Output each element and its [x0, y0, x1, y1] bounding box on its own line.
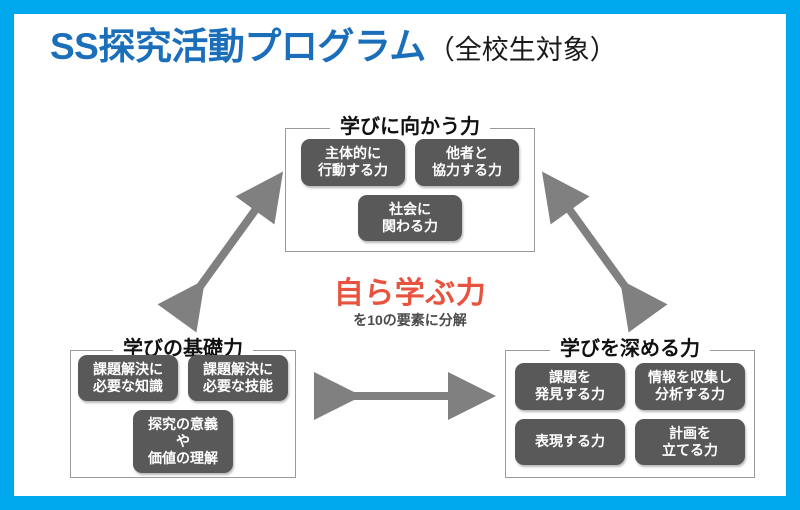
pill-row: 社会に 関わる力 — [358, 194, 462, 241]
competency-pill[interactable]: 課題解決に 必要な知識 — [78, 354, 178, 401]
group-attitude-pills: 主体的に 行動する力 他者と 協力する力 社会に 関わる力 — [286, 129, 534, 251]
group-attitude-toward-learning: 学びに向かう力 主体的に 行動する力 他者と 協力する力 社会に 関わる力 — [285, 112, 535, 252]
group-deepening-title: 学びを深める力 — [550, 334, 710, 364]
group-attitude-title: 学びに向かう力 — [330, 112, 490, 142]
competency-pill[interactable]: 計画を 立てる力 — [635, 418, 745, 465]
center-caption: 自ら学ぶ力 を10の要素に分解 — [300, 277, 520, 329]
page-title: SS探究活動プログラム （全校生対象） — [50, 28, 617, 65]
pill-row: 課題を 発見する力 情報を収集し 分析する力 — [515, 363, 745, 410]
group-foundational-learning: 学びの基礎力 課題解決に 必要な知識 課題解決に 必要な技能 探究の意義や 価値… — [70, 334, 296, 478]
pill-row: 主体的に 行動する力 他者と 協力する力 — [301, 139, 519, 186]
page-title-subtitle: （全校生対象） — [427, 35, 617, 65]
pill-row: 表現する力 計画を 立てる力 — [515, 418, 745, 465]
competency-pill[interactable]: 探究の意義や 価値の理解 — [133, 409, 233, 474]
center-subtext: を10の要素に分解 — [353, 312, 467, 329]
competency-pill[interactable]: 表現する力 — [515, 418, 625, 465]
competency-pill[interactable]: 課題解決に 必要な技能 — [188, 354, 288, 401]
group-foundational-pills: 課題解決に 必要な知識 課題解決に 必要な技能 探究の意義や 価値の理解 — [71, 351, 295, 477]
pill-row: 課題解決に 必要な知識 課題解決に 必要な技能 — [78, 354, 288, 401]
group-deepening-pills: 課題を 発見する力 情報を収集し 分析する力 表現する力 計画を 立てる力 — [506, 351, 754, 477]
pill-row: 探究の意義や 価値の理解 — [133, 409, 233, 474]
competency-pill[interactable]: 課題を 発見する力 — [515, 363, 625, 410]
competency-pill[interactable]: 他者と 協力する力 — [415, 139, 519, 186]
competency-pill[interactable]: 社会に 関わる力 — [358, 194, 462, 241]
page-title-main: SS探究活動プログラム — [50, 26, 426, 67]
competency-pill[interactable]: 情報を収集し 分析する力 — [635, 363, 745, 410]
group-deepening-learning: 学びを深める力 課題を 発見する力 情報を収集し 分析する力 表現する力 計画を… — [505, 334, 755, 478]
competency-pill[interactable]: 主体的に 行動する力 — [301, 139, 405, 186]
center-headline: 自ら学ぶ力 — [333, 277, 487, 310]
